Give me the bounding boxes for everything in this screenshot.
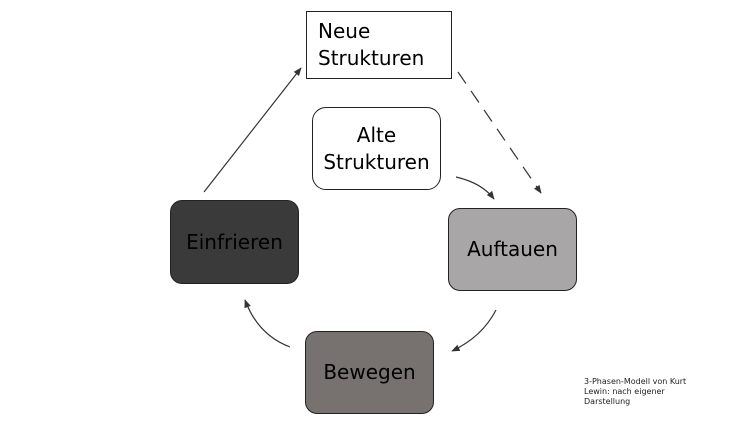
node-neue-strukturen-line1: Neue xyxy=(318,19,371,43)
caption-line2: Lewin: nach eigener xyxy=(584,387,665,396)
arrow-auftauen-to-bewegen xyxy=(451,309,497,352)
node-einfrieren-label: Einfrieren xyxy=(186,229,283,254)
node-alte-strukturen: Alte Strukturen xyxy=(312,107,441,190)
node-auftauen: Auftauen xyxy=(448,208,577,291)
node-bewegen-label: Bewegen xyxy=(323,360,416,384)
arrow-bewegen-to-einfrieren xyxy=(244,299,291,348)
node-bewegen: Bewegen xyxy=(305,331,434,414)
node-einfrieren: Einfrieren xyxy=(170,200,299,284)
node-alte-strukturen-line2: Strukturen xyxy=(323,149,430,174)
arrow-neue-to-auftauen-dashed xyxy=(457,71,542,194)
node-neue-strukturen-line2: Strukturen xyxy=(318,46,425,70)
caption-line3: Darstellung xyxy=(584,397,631,406)
arrow-einfrieren-to-neue xyxy=(203,67,302,193)
node-alte-strukturen-line1: Alte xyxy=(356,122,397,147)
node-auftauen-label: Auftauen xyxy=(467,237,558,261)
source-caption: 3-Phasen-Modell von Kurt Lewin: nach eig… xyxy=(584,377,714,407)
arrow-alte-to-auftauen xyxy=(455,176,495,200)
caption-line1: 3-Phasen-Modell von Kurt xyxy=(584,377,687,386)
node-neue-strukturen: Neue Strukturen xyxy=(306,11,452,79)
